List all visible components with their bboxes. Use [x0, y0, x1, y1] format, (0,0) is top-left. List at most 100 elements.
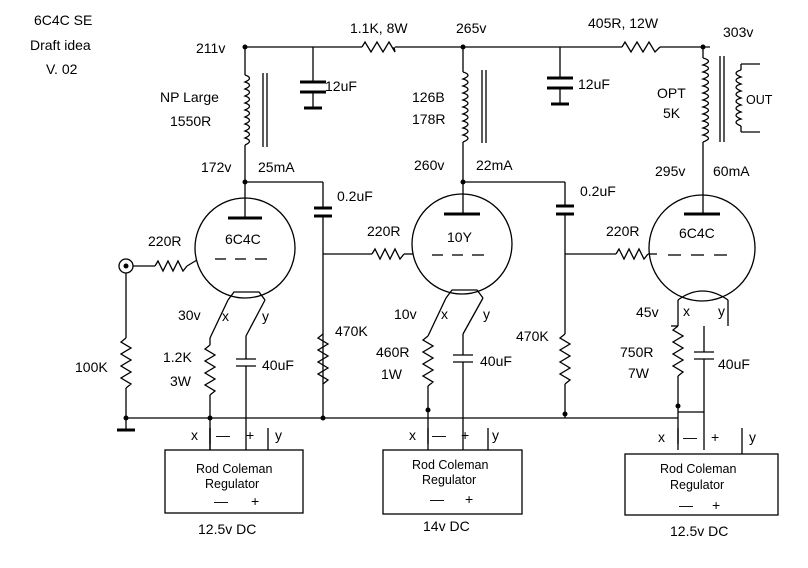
stage3-current: 60mA [713, 163, 750, 179]
node-303v: 303v [723, 24, 753, 40]
stage1-x-label: x [222, 308, 229, 324]
stage3-filament-voltage: 45v [636, 304, 659, 320]
stage2-grid-leak-470k [558, 333, 572, 385]
stage3-grid-resistor-label: 220R [606, 223, 639, 239]
regulator-3 [624, 428, 779, 516]
regulator-3-in-plus: + [712, 497, 720, 513]
stage1-plate-voltage: 172v [201, 159, 231, 175]
stage2-filament-resistor [421, 335, 435, 387]
choke-np-large-value: 1550R [170, 113, 211, 129]
regulator-3-y: y [749, 429, 756, 445]
stage2-grid-resistor-label: 220R [367, 223, 400, 239]
regulator-2-minus: — [432, 427, 446, 443]
tube-10y-label: 10Y [447, 229, 473, 245]
regulator-3-plus: + [711, 429, 719, 445]
regulator-2-y: y [492, 427, 499, 443]
choke-np-large-name: NP Large [160, 89, 219, 105]
regulator-3-x: x [658, 429, 665, 445]
regulator-2-line1: Rod Coleman [412, 458, 488, 472]
stage2-x-label: x [441, 306, 448, 322]
regulator-3-minus: — [683, 429, 697, 445]
stage1-filament-resistor-label: 1.2K [163, 349, 192, 365]
title-line-2: Draft idea [30, 37, 91, 53]
tube-6c4c-2-label: 6C4C [679, 225, 715, 241]
regulator-1 [164, 428, 304, 514]
stage1-filament-voltage: 30v [178, 307, 201, 323]
regulator-1-y: y [275, 427, 282, 443]
stage2-grid-leak-label: 470K [516, 328, 549, 344]
stage1-grid-resistor-label: 220R [148, 233, 181, 249]
stage3-filament-cap-label: 40uF [718, 356, 750, 372]
input-jack[interactable] [118, 258, 134, 274]
stage1-filament-resistor [203, 344, 217, 396]
stage2-filament-resistor-watts: 1W [381, 366, 403, 382]
regulator-2-x: x [409, 427, 416, 443]
regulator-1-supply: 12.5v DC [198, 521, 256, 537]
stage2-y-label: y [483, 306, 490, 322]
regulator-1-plus: + [246, 427, 254, 443]
stage1-current: 25mA [258, 159, 295, 175]
regulator-2-in-minus: — [430, 491, 444, 507]
regulator-2-plus: + [461, 427, 469, 443]
choke-126b-value: 178R [412, 111, 445, 127]
tube-10y [411, 182, 513, 299]
regulator-2 [382, 428, 523, 515]
stage1-grid-leak-label: 470K [335, 323, 368, 339]
tube-6c4c-1 [194, 182, 296, 301]
regulator-2-line2: Regulator [422, 473, 476, 487]
stage2-filament-voltage: 10v [394, 306, 417, 322]
stage2-current: 22mA [476, 157, 513, 173]
stage3-x-label: x [683, 303, 690, 319]
stage3-grid-resistor [615, 247, 649, 261]
stage1-coupling-cap-label: 0.2uF [337, 188, 373, 204]
supply-cap-2-label: 12uF [578, 76, 610, 92]
title-line-1: 6C4C SE [34, 12, 92, 28]
supply-cap-1 [300, 47, 326, 110]
choke-126b-name: 126B [412, 89, 445, 105]
stage2-coupling-cap-label: 0.2uF [580, 183, 616, 199]
regulator-1-line2: Regulator [205, 477, 259, 491]
stage1-y-label: y [262, 308, 269, 324]
resistor-405r [621, 40, 661, 54]
resistor-1k1 [361, 40, 396, 54]
opt-name: OPT [657, 85, 686, 101]
opt-out-label: OUT [746, 93, 773, 107]
stage1-filament-resistor-watts: 3W [170, 373, 192, 389]
regulator-2-in-plus: + [465, 491, 473, 507]
tube-6c4c-1-label: 6C4C [225, 231, 261, 247]
regulator-3-line1: Rod Coleman [660, 462, 736, 476]
stage1-grid-leak-470k [316, 333, 330, 385]
regulator-3-in-minus: — [679, 497, 693, 513]
regulator-3-line2: Regulator [670, 478, 724, 492]
supply-cap-2 [547, 47, 573, 106]
regulator-1-line1: Rod Coleman [196, 462, 272, 476]
regulator-1-in-minus: — [214, 493, 228, 509]
resistor-405r-label: 405R, 12W [588, 15, 659, 31]
supply-cap-1-label: 12uF [325, 78, 357, 94]
choke-np-large [243, 47, 268, 182]
stage3-filament-resistor-watts: 7W [628, 365, 650, 381]
stage2-filament-cap-label: 40uF [480, 353, 512, 369]
title-line-3: V. 02 [46, 61, 78, 77]
regulator-1-x: x [191, 427, 198, 443]
stage2-filament-resistor-label: 460R [376, 344, 409, 360]
resistor-1k1-label: 1.1K, 8W [350, 20, 408, 36]
stage3-filament-resistor [671, 325, 685, 377]
opt-value: 5K [663, 105, 681, 121]
stage2-plate-voltage: 260v [414, 157, 444, 173]
stage3-plate-voltage: 295v [655, 163, 685, 179]
node-265v: 265v [456, 20, 486, 36]
stage3-y-label: y [718, 303, 725, 319]
regulator-3-supply: 12.5v DC [670, 523, 728, 539]
stage2-grid-resistor [371, 247, 405, 261]
stage1-grid-resistor [154, 259, 188, 273]
regulator-1-minus: — [216, 427, 230, 443]
regulator-2-supply: 14v DC [423, 518, 470, 534]
regulator-1-in-plus: + [251, 493, 259, 509]
input-resistor-100k [119, 337, 133, 389]
b-plus-rail [242, 44, 710, 50]
choke-126b [461, 47, 487, 182]
stage3-filament-resistor-label: 750R [620, 344, 653, 360]
output-transformer [700, 47, 760, 195]
